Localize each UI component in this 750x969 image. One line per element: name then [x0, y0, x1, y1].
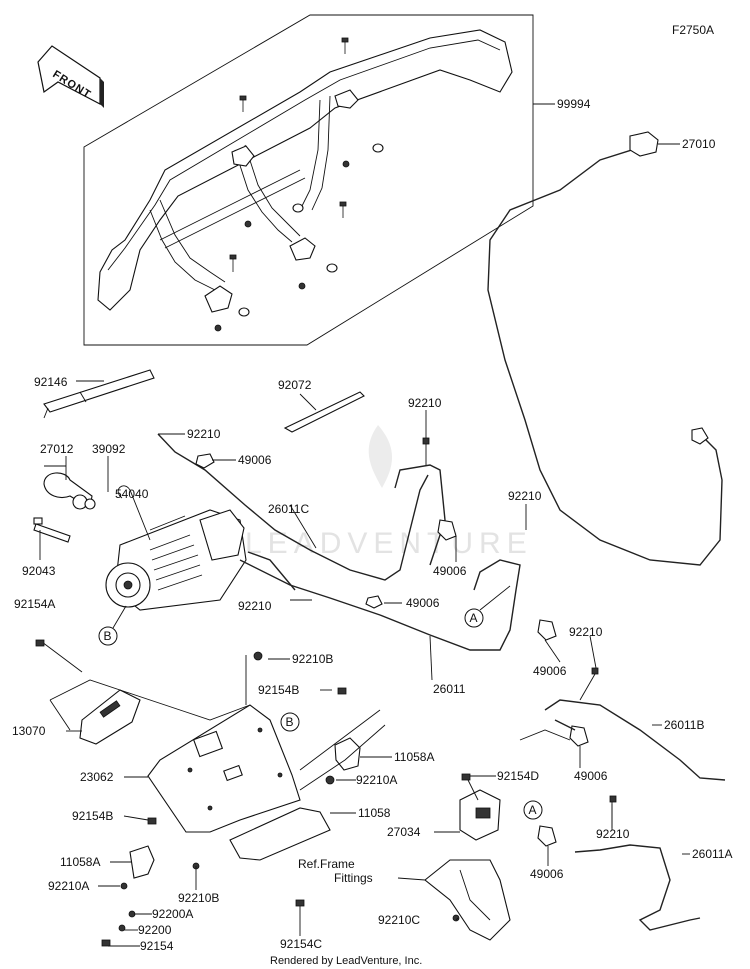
pin-92043: [33, 517, 71, 560]
label-92210C: 92210C: [378, 913, 420, 927]
part-labels: 99994 27010 92146 92072 92210 27012 3909…: [12, 97, 732, 953]
callout-a-label-lower: A: [529, 803, 537, 817]
fairlead-plate-13070: [41, 641, 181, 745]
label-26011: 26011: [433, 682, 466, 696]
label-92154: 92154: [140, 939, 174, 953]
label-27012: 27012: [40, 442, 74, 456]
winch-54040: [105, 485, 247, 611]
bracket-11058: [229, 807, 331, 861]
label-92043: 92043: [22, 564, 56, 578]
diagram-id: F2750A: [672, 23, 714, 37]
label-92210-c: 92210: [238, 599, 272, 613]
ref-note-line2: Fittings: [334, 871, 373, 885]
cable-26011C: [157, 433, 429, 581]
render-credit: Rendered by LeadVenture, Inc.: [270, 955, 422, 967]
cable-26011A: [574, 795, 701, 931]
watermark-text: LEADVENTURE: [245, 527, 533, 560]
label-99994: 99994: [557, 97, 591, 111]
label-49006-a: 49006: [238, 453, 272, 467]
label-92154A: 92154A: [14, 597, 55, 611]
label-49006-b: 49006: [406, 596, 440, 610]
label-92200A: 92200A: [152, 907, 193, 921]
label-92210-b: 92210: [187, 427, 221, 441]
cable-26011: [239, 559, 521, 681]
label-26011C: 26011C: [268, 502, 309, 516]
ref-note-line1: Ref.Frame: [298, 857, 355, 871]
label-11058A-b: 11058A: [60, 855, 100, 869]
label-23062: 23062: [80, 770, 114, 784]
label-49006-e: 49006: [574, 769, 608, 783]
label-92210B-b: 92210B: [178, 891, 219, 905]
frame-fittings: [397, 859, 511, 941]
label-92154B-b: 92154B: [72, 809, 113, 823]
front-arrow: FRONT: [37, 45, 104, 108]
label-27034: 27034: [387, 825, 421, 839]
label-11058A-a: 11058A: [394, 750, 434, 764]
label-54040: 54040: [115, 487, 149, 501]
label-49006-d: 49006: [533, 664, 567, 678]
callout-b-label-plate: B: [286, 715, 294, 729]
label-13070: 13070: [12, 724, 46, 738]
label-26011B: 26011B: [664, 718, 704, 732]
tie-92072: [283, 391, 365, 433]
callout-a-upper: A: [464, 585, 511, 628]
boots-49006: [195, 453, 589, 847]
label-92200: 92200: [138, 923, 172, 937]
label-92072: 92072: [278, 378, 312, 392]
leadventure-watermark: LEADVENTURE: [245, 425, 533, 560]
label-26011A: 26011A: [692, 847, 732, 861]
callout-a-lower: A: [523, 800, 543, 820]
bumper-assembly-frame: [83, 14, 555, 346]
label-92210-d: 92210: [508, 489, 542, 503]
leader-lines: [66, 410, 690, 947]
harness-27010: [487, 131, 723, 566]
callout-a-label-upper: A: [470, 611, 478, 625]
cable-92210-mid: [247, 551, 312, 601]
callout-b-winch: B: [98, 605, 127, 646]
label-49006-f: 49006: [530, 867, 564, 881]
cable-26011B: [544, 667, 726, 781]
label-92210-e: 92210: [569, 625, 603, 639]
bracket-11058A-right: [334, 737, 361, 771]
label-39092: 39092: [92, 442, 126, 456]
front-bumper-guard: [97, 29, 513, 332]
label-49006-c: 49006: [433, 564, 467, 578]
fasteners: [35, 639, 471, 947]
label-92210A-b: 92210A: [48, 879, 89, 893]
label-92210B-a: 92210B: [292, 652, 333, 666]
label-92154C: 92154C: [280, 937, 322, 951]
winch-mount-plate-23062: [147, 655, 301, 833]
label-92146: 92146: [34, 375, 68, 389]
strap-92146: [43, 369, 155, 419]
label-92154D: 92154D: [497, 769, 539, 783]
callout-b-label: B: [104, 629, 112, 643]
label-27010: 27010: [682, 137, 716, 151]
label-92210-f: 92210: [596, 827, 630, 841]
solenoid-27034: [459, 729, 571, 841]
label-92210A-a: 92210A: [356, 773, 397, 787]
callout-b-plate: B: [280, 712, 300, 732]
label-92210-a: 92210: [408, 396, 442, 410]
label-92154B-a: 92154B: [258, 683, 299, 697]
label-11058: 11058: [358, 806, 391, 820]
hook-27012: [43, 456, 109, 510]
bracket-11058A-left: [129, 845, 155, 879]
